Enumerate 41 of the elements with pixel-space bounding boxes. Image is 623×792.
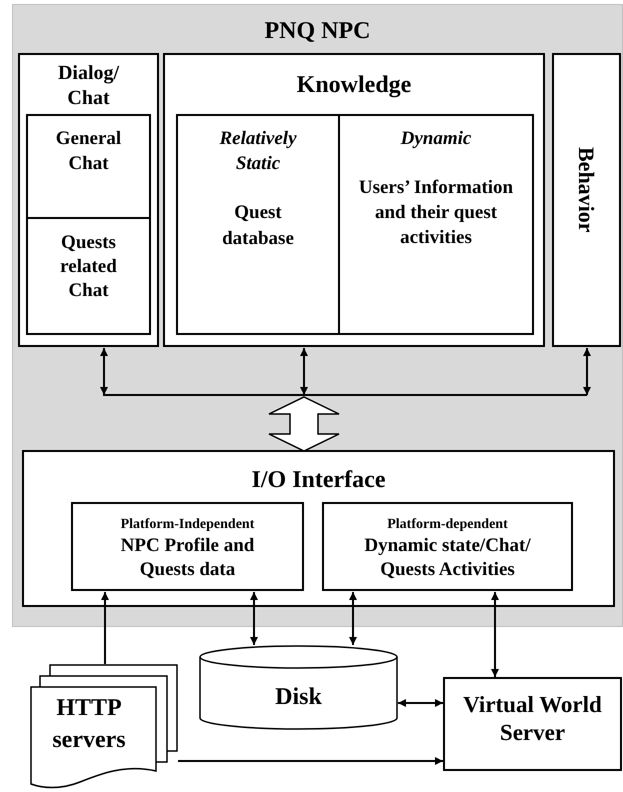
server-box [443,677,622,771]
submodule-box [71,502,304,591]
submodule-box [338,114,534,335]
node-label: Platform-Independent [120,516,254,534]
system-panel [12,4,623,627]
node-label: Platform-dependent [387,516,508,534]
node-label: HTTP servers [51,694,127,755]
node-label: Quest database [221,201,295,251]
arrow [100,348,108,395]
arrow [491,592,499,677]
bus-line [103,394,587,396]
node-label: PNQ NPC [264,17,370,46]
arrow [583,348,591,395]
arrow [349,592,357,645]
module-box [163,53,545,347]
module-box [18,53,159,347]
arrow [101,592,109,664]
node-label: Dialog/ Chat [56,61,120,111]
arrow [300,348,308,395]
interface-box [22,450,615,607]
node-label: Quests related Chat [59,231,118,303]
arrow [250,592,258,645]
node-label: Knowledge [296,71,412,100]
node-label: I/O Interface [252,466,386,495]
arrow [398,699,443,707]
double-arrow [268,396,340,452]
node-label: Relatively Static [218,127,298,176]
node-label: General Chat [54,127,122,176]
submodule-box [322,502,573,591]
node-label: Users’ Information and their quest activities [358,176,514,250]
node-label: Behavior [573,147,600,233]
arrow [178,757,443,765]
module-box [552,53,621,347]
submodule-box [26,217,151,335]
node-label: Virtual World Server [462,691,603,747]
node-label: Dynamic [400,127,472,151]
node-label: Dynamic state/Chat/ Quests Activities [363,534,532,582]
node-label: Disk [275,683,322,712]
node-label: NPC Profile and Quests data [120,534,256,582]
submodule-box [176,114,340,335]
submodule-box [26,114,151,219]
